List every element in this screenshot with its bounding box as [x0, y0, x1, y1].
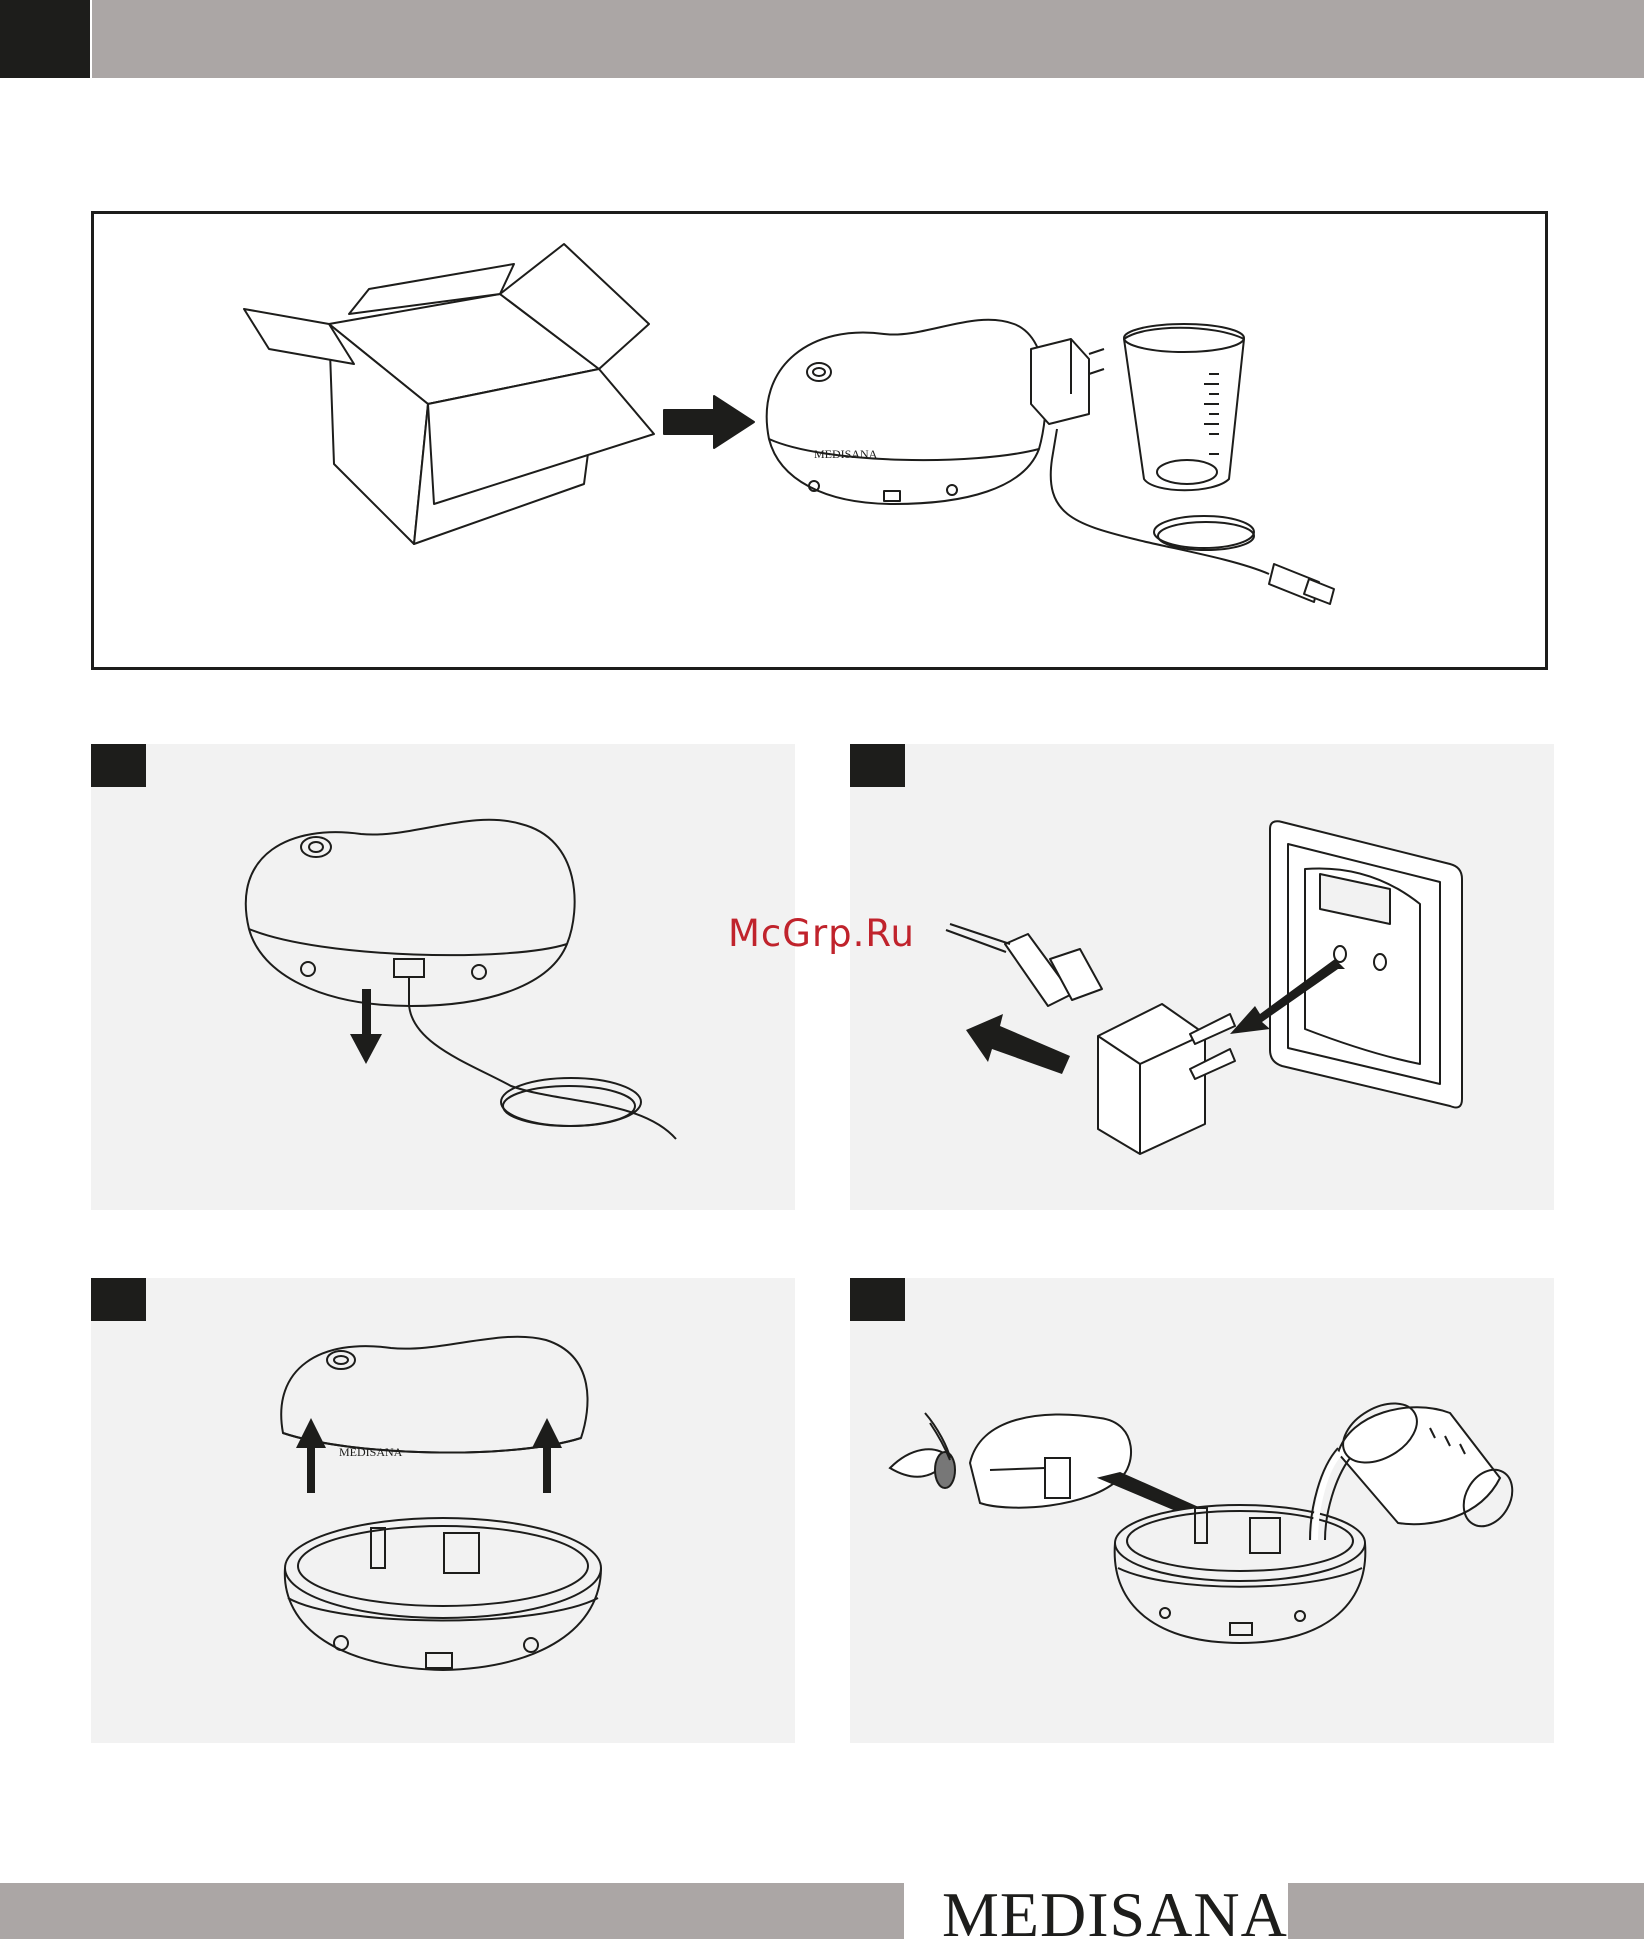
step-1-panel	[91, 744, 795, 1210]
header-black-block	[0, 0, 90, 78]
usb-plug-icon	[946, 924, 1102, 1006]
package-contents-box: MEDISANA	[91, 211, 1548, 670]
power-adapter-icon	[1098, 1004, 1235, 1154]
measuring-cup-icon	[1333, 1391, 1522, 1535]
step-1-illustration	[91, 744, 795, 1210]
header-gray-bar	[92, 0, 1644, 78]
step-2-badge	[850, 744, 905, 787]
device-brand-label: MEDISANA	[814, 447, 878, 461]
eye-icon	[890, 1413, 955, 1488]
footer-gray-bar-left	[0, 1883, 904, 1939]
measuring-cup-icon	[1124, 324, 1244, 490]
step-4-badge	[850, 1278, 905, 1321]
cardboard-box-icon	[244, 244, 654, 544]
arrow-upleft-icon	[966, 1014, 1070, 1074]
device-brand-label: MEDISANA	[339, 1445, 403, 1459]
footer-gray-bar-right	[1288, 1883, 1644, 1939]
step-4-illustration	[850, 1278, 1554, 1743]
power-adapter-icon	[1031, 339, 1104, 424]
step-2-panel	[850, 744, 1554, 1210]
step-3-illustration: MEDISANA	[91, 1278, 795, 1743]
medisana-logo: MEDISANA®	[942, 1885, 1304, 1945]
step-2-illustration	[850, 744, 1554, 1210]
watermark-text: McGrp.Ru	[728, 912, 915, 955]
arrow-right-icon	[664, 396, 754, 448]
device-icon	[767, 320, 1046, 504]
wall-socket-icon	[1270, 821, 1462, 1107]
step-4-panel	[850, 1278, 1554, 1743]
step-1-badge	[91, 744, 146, 787]
footer-brand: MEDISANA	[942, 1879, 1288, 1950]
step-3-badge	[91, 1278, 146, 1321]
step-3-panel: MEDISANA	[91, 1278, 795, 1743]
package-contents-illustration: MEDISANA	[94, 214, 1551, 673]
